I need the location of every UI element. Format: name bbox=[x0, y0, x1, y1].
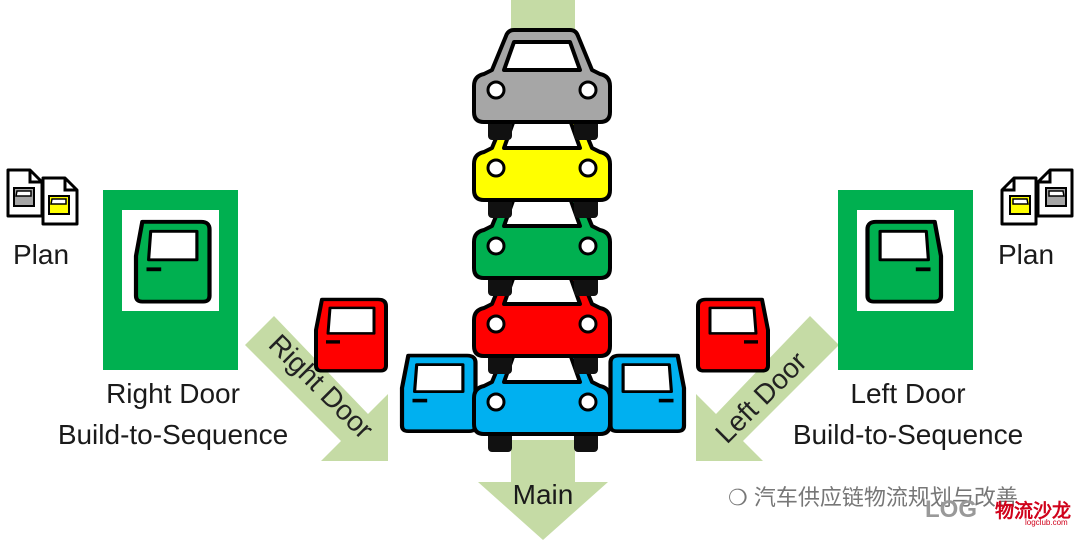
right-door-station-subtitle: Build-to-Sequence bbox=[57, 419, 289, 450]
blue-left-door bbox=[611, 356, 685, 432]
station-door-icon bbox=[868, 222, 942, 302]
blue-right-door bbox=[402, 356, 476, 432]
car-gray bbox=[472, 28, 612, 140]
left-door-arrow bbox=[696, 316, 839, 461]
watermark-text: ❍ 汽车供应链物流规划与改善 bbox=[728, 480, 1018, 512]
main-arrow bbox=[478, 440, 608, 540]
right-door-station bbox=[103, 190, 238, 370]
main-arrow-top-stub bbox=[511, 0, 575, 30]
car-green bbox=[472, 184, 612, 296]
car-red bbox=[472, 262, 612, 374]
left-door-station-title: Left Door bbox=[850, 378, 966, 409]
plan-icon-left bbox=[6, 168, 79, 226]
left-door-station bbox=[838, 190, 973, 370]
watermark-logo-url: logclub.com bbox=[1025, 518, 1068, 527]
right-door-arrow bbox=[245, 316, 388, 461]
car-sequence bbox=[472, 28, 612, 452]
plan-label-right: Plan bbox=[998, 239, 1055, 270]
red-right-door bbox=[314, 297, 388, 373]
car-body bbox=[472, 28, 612, 124]
plan-icon-right bbox=[1000, 168, 1074, 226]
car-yellow bbox=[472, 106, 612, 218]
watermark-label: 汽车供应链物流规划与改善 bbox=[753, 485, 1018, 510]
main-arrow-label: Main bbox=[512, 479, 574, 510]
watermark-logo: 物流沙龙 bbox=[995, 501, 1072, 522]
right-door-station-title: Right Door bbox=[106, 378, 240, 409]
red-left-door bbox=[696, 297, 770, 373]
wechat-icon: ❍ bbox=[728, 485, 754, 510]
watermark-logo-mark: LOG bbox=[925, 496, 977, 523]
left-door-station-subtitle: Build-to-Sequence bbox=[792, 419, 1024, 450]
station-door-icon bbox=[136, 222, 210, 302]
plan-label-left: Plan bbox=[13, 239, 70, 270]
car-blue bbox=[472, 340, 612, 452]
